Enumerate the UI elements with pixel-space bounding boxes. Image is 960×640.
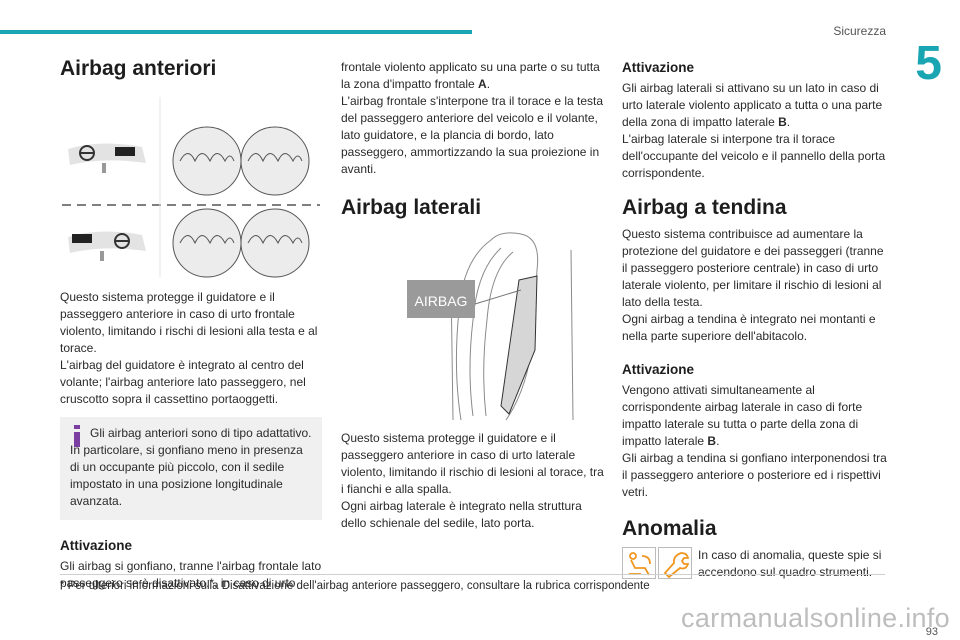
side-airbags-description: Questo sistema protegge il guidatore e i… [341, 431, 604, 497]
zone-a-label: A [478, 77, 487, 91]
curtain-airbags-description: Questo sistema contribuisce ad aumentare… [622, 227, 884, 310]
curtain-activation-text: Vengono attivati simultaneamente al corr… [622, 383, 863, 449]
front-continued-text-2: L'airbag frontale s'interpone tra il tor… [341, 94, 604, 176]
column-front-airbags: Airbag anteriori [60, 56, 322, 592]
column-side-airbags: frontale violento applicato su una parte… [341, 59, 605, 532]
airbag-callout-label: AIRBAG [415, 293, 468, 309]
header-accent-bar [0, 30, 472, 34]
watermark: carmanualsonline.info [681, 603, 950, 633]
side-activation-text-2: L'airbag laterale si interpone tra il to… [622, 132, 886, 180]
anomaly-title: Anomalia [622, 517, 717, 541]
front-airbags-illustration [60, 91, 322, 282]
zone-b-label: B [778, 115, 787, 129]
anomaly-text: In caso di anomalia, queste spie si acce… [698, 548, 882, 580]
footnote-rule [60, 574, 885, 575]
seatbelt-icon [500, 275, 538, 416]
front-airbags-title: Airbag anteriori [60, 57, 217, 80]
curtain-activation-title: Attivazione [622, 362, 695, 378]
front-activation-title: Attivazione [60, 538, 133, 554]
side-activation-text: Gli airbag laterali si attivano su un la… [622, 81, 883, 129]
section-name: Sicurezza [833, 24, 886, 38]
column-curtain-airbags: Attivazione Gli airbag laterali si attiv… [622, 60, 890, 581]
zone-b-label-2: B [707, 434, 717, 449]
dashboard-icon [68, 143, 146, 174]
front-continued-text: frontale violento applicato su una parte… [341, 60, 600, 91]
info-box: Gli airbag anteriori sono di tipo adatta… [60, 417, 322, 521]
page-number: 93 [925, 626, 938, 638]
curtain-airbags-description-2: Ogni airbag a tendina è integrato nei mo… [622, 312, 876, 344]
front-airbags-description-2: L'airbag del guidatore è integrato al ce… [60, 358, 306, 407]
info-text: Gli airbag anteriori sono di tipo adatta… [70, 426, 312, 509]
side-activation-title: Attivazione [622, 60, 695, 75]
side-airbags-description-2: Ogni airbag laterale è integrato nella s… [341, 499, 582, 531]
airbag-warning-icon [622, 547, 656, 580]
curtain-airbags-title: Airbag a tendina [622, 196, 787, 219]
footnote: * Per ulteriori informazioni sulla Disat… [60, 580, 650, 592]
anomaly-row: In caso di anomalia, queste spie si acce… [622, 547, 890, 581]
chapter-number: 5 [915, 37, 942, 90]
curtain-activation-text-2: Gli airbag a tendina si gonfiano interpo… [622, 451, 887, 500]
steering-wheel-icon [68, 231, 146, 262]
info-icon [74, 425, 80, 448]
side-airbags-title: Airbag laterali [341, 196, 482, 219]
front-airbags-description: Questo sistema protegge il guidatore e i… [60, 290, 318, 356]
front-activation-text: Gli airbag si gonfiano, tranne l'airbag … [60, 559, 322, 591]
service-wrench-icon [658, 547, 692, 580]
side-airbag-illustration: AIRBAG [341, 230, 605, 423]
